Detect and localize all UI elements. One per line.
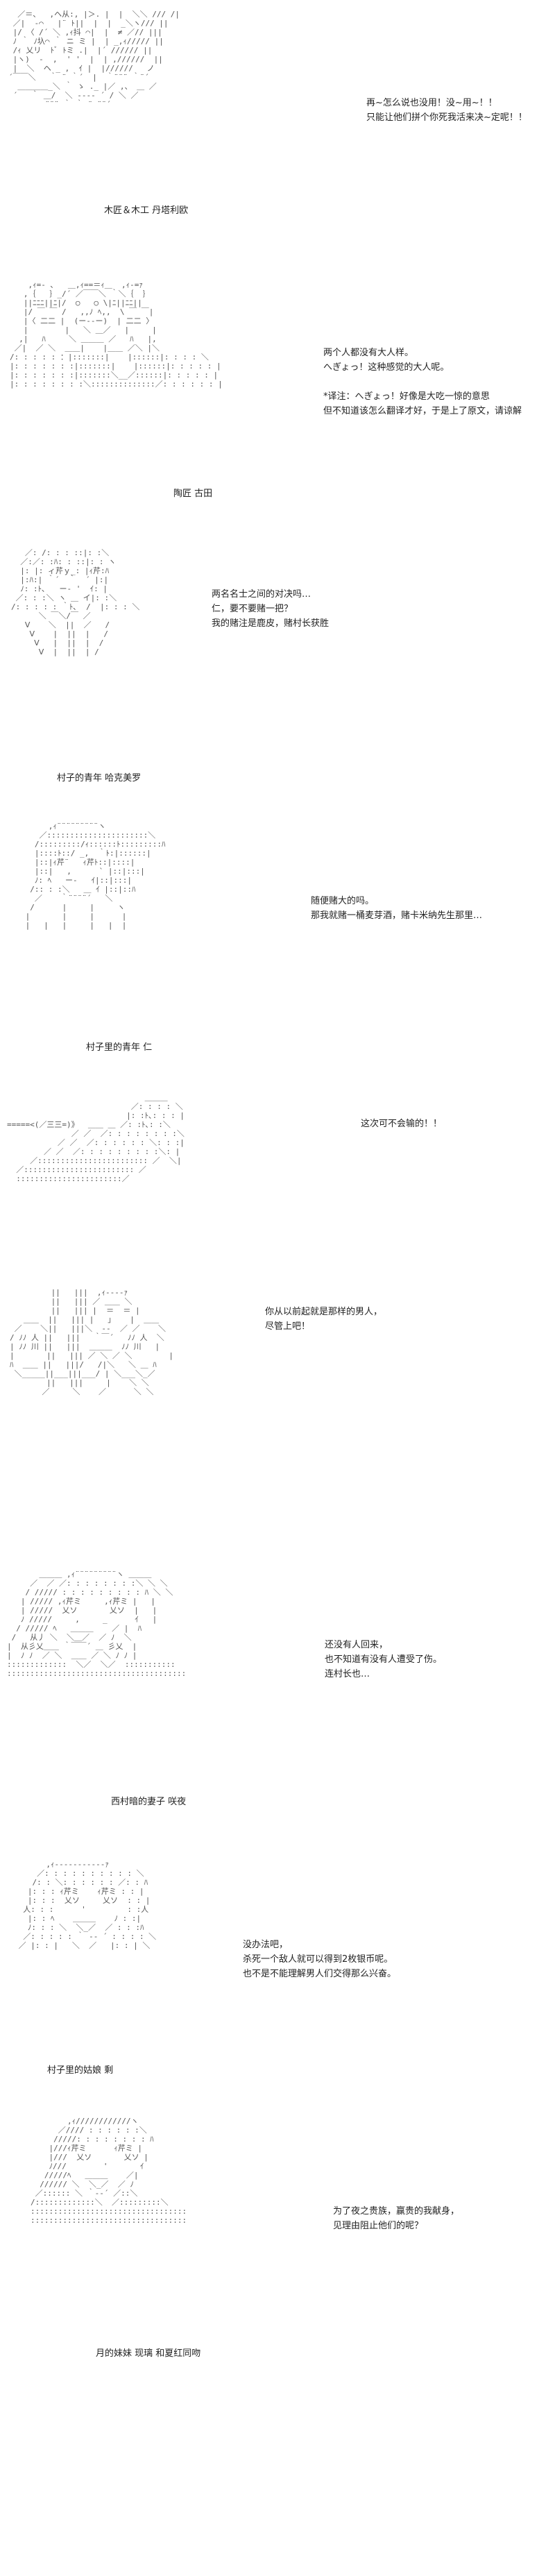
- panel-4: ,ｨ¨¨¨¨¨¨¨¨¨ヽ ／::::::::::::::::::::::＼ /:…: [0, 812, 555, 1055]
- panel-5: ＿＿＿ ／: : : : ＼ |: :ﾄ､: : : | =====<(／三三=…: [0, 1086, 555, 1232]
- dialogue-line: 随便赌大的吗。: [311, 896, 375, 906]
- dialogue-sister: 为了夜之贵族，赢贵的我献身， 见理由阻止他们的呢？: [333, 2204, 459, 2233]
- dialogue-line: [323, 375, 522, 389]
- panel-2: ,ｨ=‐ ､ ＿,ｨ==＝ｨ＿ ,ｨ‐=ｧ ,｛ ｝_/´ ／￣￣＼ ｀＼｛ ｝…: [0, 264, 555, 500]
- ascii-art-furuta: ,ｨ=‐ ､ ＿,ｨ==＝ｨ＿ ,ｨ‐=ｧ ,｛ ｝_/´ ／￣￣＼ ｀＼｛ ｝…: [10, 280, 223, 389]
- translator-note: 但不知道该怎么翻译才好，于是上了原文，请谅解: [323, 406, 522, 416]
- dialogue-dantalion: 再~怎么说也没用！没~用~！！ 只能让他们拼个你死我活来决~定呢！！: [366, 96, 527, 125]
- character-caption: 村子里的青年 仁: [86, 1042, 153, 1053]
- dialogue-line: 那我就赌一桶麦芽酒，赌卡米纳先生那里…: [311, 910, 483, 921]
- panel-9: ,ｨ////////////ヽ ／//// : : : : : :＼ /////…: [0, 2110, 555, 2576]
- panel-7: ＿＿＿ ,ｨ¨¨¨¨¨¨¨¨¨ヽ ＿＿＿ ／ ／ ／: : : : : : : …: [0, 1554, 555, 1811]
- translator-note: *译注：へぎょっ！好像是大吃一惊的意思: [323, 391, 490, 402]
- character-caption: 木匠＆木工 丹塔利欧: [104, 205, 189, 216]
- dialogue-line: 只能让他们拼个你死我活来决~定呢！！: [366, 112, 527, 123]
- ascii-art-hakumero: ／: /: : : ::|: :＼ ／:／: :ﾊ: : ::|: : ヽ |:…: [11, 548, 140, 656]
- ascii-art-sister: ,ｨ////////////ヽ ／//// : : : : : :＼ /////…: [31, 2117, 187, 2225]
- dialogue-line: 我的赌注是鹿皮，赌村长获胜: [212, 618, 330, 629]
- dialogue-line: 这次可不会输的！！: [361, 1119, 443, 1129]
- dialogue-line: 杀死一个敌人就可以得到2枚银币呢。: [243, 1954, 393, 1965]
- character-caption: 西村暗的妻子 咲夜: [111, 1797, 187, 1807]
- panel-6: || ||| ,ｨ‐‐‐‐ｧ || ||| ／ ＿＿ ＼ || ||| | ＝ …: [0, 1277, 555, 1523]
- dialogue-sword-slash: 这次可不会输的！！: [361, 1117, 442, 1131]
- dialogue-line: 再~怎么说也没用！没~用~！！: [366, 98, 497, 108]
- dialogue-line: 为了夜之贵族，赢贵的我献身，: [333, 2206, 460, 2217]
- character-caption: 村子的青年 哈克美罗: [57, 773, 142, 783]
- dialogue-line: 两个人都没有大人样。: [323, 348, 414, 358]
- dialogue-line: へぎょっ！这种感觉的大人呢。: [323, 362, 450, 373]
- ascii-art-village-girl: ,ｨ‐‐‐‐‐‐‐‐‐‐‐ｧ ／: : : : : : : : : : ＼ /:…: [18, 1860, 157, 1950]
- panel-1: ／＝、 ,ヘ从:, |＞. | | ＼＼ /// /| ／| ‐⌒ |¨ ﾄ||…: [0, 0, 555, 229]
- character-caption: 村子里的姑娘 剩: [47, 2065, 114, 2076]
- ascii-art-jin: ,ｨ¨¨¨¨¨¨¨¨¨ヽ ／::::::::::::::::::::::＼ /:…: [25, 822, 166, 930]
- dialogue-village-chief: 你从以前起就是那样的男人， 尽管上吧！: [265, 1305, 382, 1334]
- dialogue-hakumero: 两名名士之间的对决吗… 仁，要不要赌一把？ 我的赌注是鹿皮，赌村长获胜: [212, 587, 329, 631]
- ascii-art-village-chief: || ||| ,ｨ‐‐‐‐ｧ || ||| ／ ＿＿ ＼ || ||| | ＝ …: [10, 1288, 174, 1396]
- dialogue-line: 连村长也…: [325, 1669, 370, 1679]
- character-caption: 陶匠 古田: [173, 489, 213, 499]
- dialogue-line: 也不是不能理解男人们交得那么兴奋。: [243, 1969, 397, 1979]
- dialogue-furuta: 两个人都没有大人样。 へぎょっ！这种感觉的大人呢。 *译注：へぎょっ！好像是大吃…: [323, 346, 522, 418]
- dialogue-sakuya: 还没有人回来， 也不知道有没有人遭受了伤。 连村长也…: [325, 1638, 442, 1681]
- ascii-art-dantalion: ／＝、 ,ヘ从:, |＞. | | ＼＼ /// /| ／| ‐⌒ |¨ ﾄ||…: [8, 10, 180, 109]
- dialogue-line: 尽管上吧！: [265, 1321, 311, 1332]
- ascii-art-sword-slash: ＿＿＿ ／: : : : ＼ |: :ﾄ､: : : | =====<(／三三=…: [7, 1093, 185, 1183]
- dialogue-line: 没办法吧，: [243, 1940, 289, 1950]
- panel-8: ,ｨ‐‐‐‐‐‐‐‐‐‐‐ｧ ／: : : : : : : : : : ＼ /:…: [0, 1846, 555, 2082]
- character-caption: 月的妹妹 现璃 和夏红同吻: [96, 2348, 201, 2359]
- dialogue-line: 也不知道有没有人遭受了伤。: [325, 1654, 443, 1665]
- dialogue-line: 还没有人回来，: [325, 1640, 388, 1650]
- panel-3: ／: /: : : ::|: :＼ ／:／: :ﾊ: : ::|: : ヽ |:…: [0, 534, 555, 791]
- dialogue-line: 两名名士之间的对决吗…: [212, 589, 311, 600]
- dialogue-line: 仁，要不要赌一把？: [212, 604, 293, 614]
- dialogue-line: 见理由阻止他们的呢？: [333, 2221, 424, 2231]
- dialogue-village-girl: 没办法吧， 杀死一个敌人就可以得到2枚银币呢。 也不是不能理解男人们交得那么兴奋…: [243, 1938, 396, 1981]
- dialogue-line: 你从以前起就是那样的男人，: [265, 1307, 383, 1317]
- dialogue-jin: 随便赌大的吗。 那我就赌一桶麦芽酒，赌卡米纳先生那里…: [311, 894, 482, 923]
- ascii-art-sakuya: ＿＿＿ ,ｨ¨¨¨¨¨¨¨¨¨ヽ ＿＿＿ ／ ／ ／: : : : : : : …: [7, 1570, 187, 1678]
